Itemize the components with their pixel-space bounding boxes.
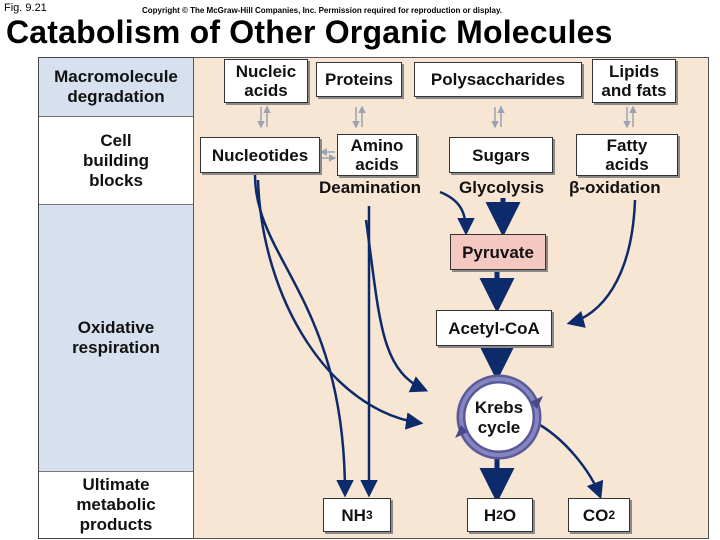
node-acetyl-coa: Acetyl-CoA (436, 310, 552, 346)
label-glycolysis: Glycolysis (459, 178, 545, 197)
copyright-notice: Copyright © The McGraw-Hill Companies, I… (142, 6, 503, 15)
node-pyruvate: Pyruvate (450, 234, 546, 270)
node-nucleotides: Nucleotides (200, 137, 320, 173)
label-beta-oxidation: β-oxidation (569, 178, 661, 197)
main-arrows (253, 174, 637, 500)
reversible-arrows (257, 105, 637, 162)
figure-label: Fig. 9.21 (4, 2, 47, 14)
node-sugars: Sugars (449, 137, 553, 173)
page-title: Catabolism of Other Organic Molecules (6, 14, 613, 50)
label-deamination: Deamination (319, 178, 422, 197)
thick-arrows (479, 198, 521, 503)
krebs-cycle-ring (455, 374, 543, 460)
node-polysaccharides: Polysaccharides (414, 62, 582, 97)
node-proteins: Proteins (316, 62, 402, 97)
